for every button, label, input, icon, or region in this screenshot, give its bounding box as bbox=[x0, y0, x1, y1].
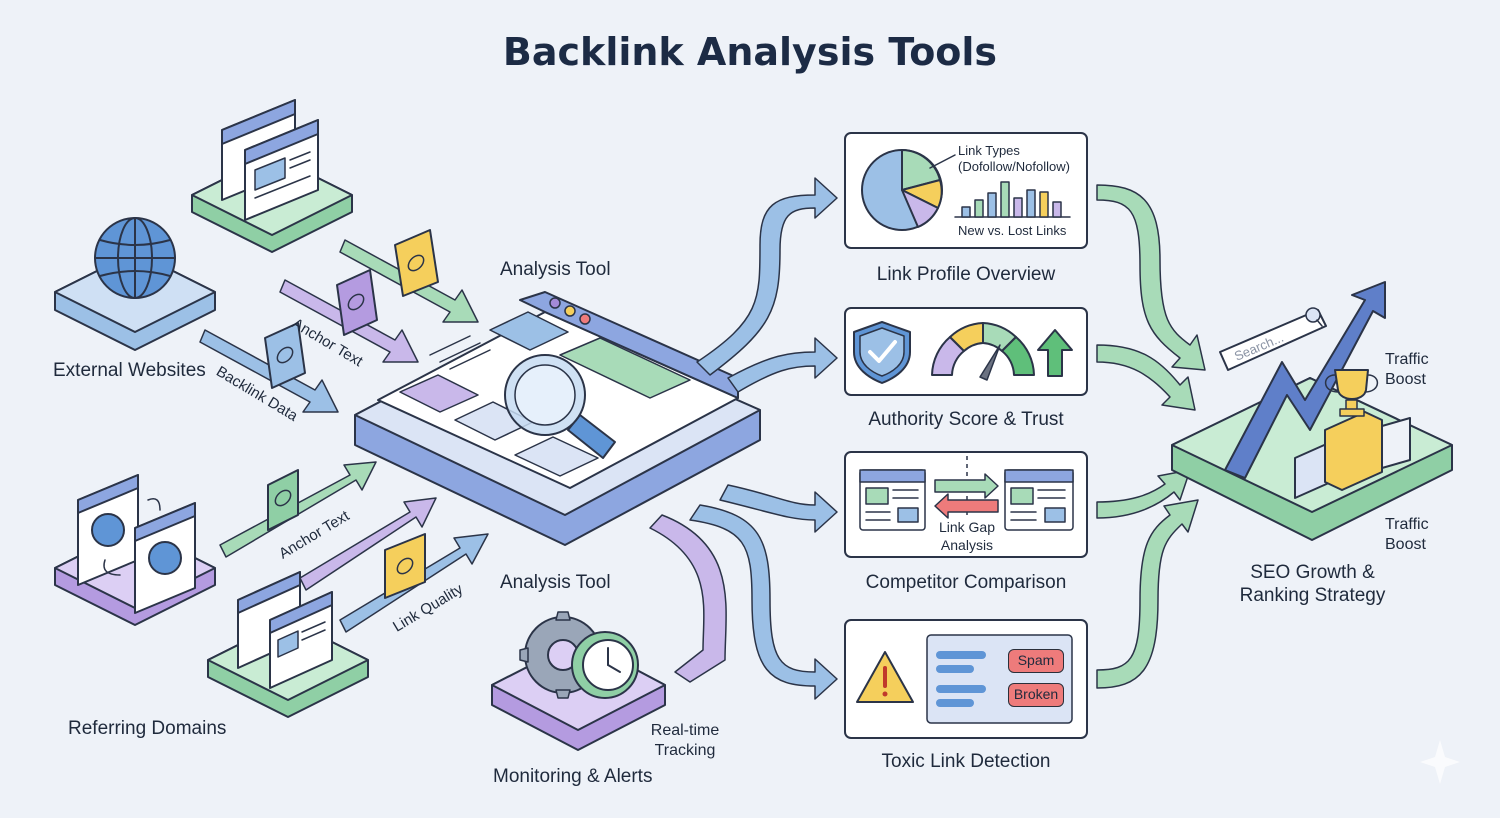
sparkle-icon bbox=[1420, 740, 1460, 784]
browser-window-icon bbox=[221, 99, 319, 221]
external-websites-label: External Websites bbox=[53, 360, 206, 381]
link-profile-title: Link Profile Overview bbox=[876, 264, 1056, 285]
real-time-tracking-label: Real-time Tracking bbox=[650, 722, 720, 759]
trophy-icon bbox=[1324, 369, 1379, 417]
toxic-card bbox=[844, 619, 1088, 739]
referring-domains-platform-right bbox=[207, 571, 369, 718]
toxic-title: Toxic Link Detection bbox=[881, 751, 1051, 772]
shield-check-icon bbox=[853, 321, 911, 384]
websites-platform-top bbox=[191, 99, 353, 253]
result-arrows bbox=[1096, 184, 1206, 689]
external-websites-platform bbox=[54, 217, 216, 351]
competitor-card bbox=[844, 451, 1088, 558]
up-arrow-icon bbox=[1037, 329, 1073, 377]
search-icon bbox=[1219, 307, 1327, 371]
chain-link-icon bbox=[384, 533, 426, 599]
monitoring-arrow bbox=[649, 514, 727, 683]
analysis-tool-top-label: Analysis Tool bbox=[500, 259, 611, 280]
seo-growth-platform bbox=[1171, 377, 1453, 541]
chain-link-icon bbox=[264, 322, 306, 389]
growth-arrow-icon bbox=[1224, 281, 1386, 479]
warning-icon bbox=[856, 651, 914, 703]
link-gap-label: Link Gap Analysis bbox=[938, 519, 996, 553]
traffic-boost-bottom-label: Traffic Boost bbox=[1385, 516, 1429, 553]
chain-link-icon bbox=[336, 269, 378, 336]
new-vs-lost-label: New vs. Lost Links bbox=[958, 223, 1067, 238]
authority-card bbox=[844, 307, 1088, 396]
page-title: Backlink Analysis Tools bbox=[502, 30, 998, 74]
bar-chart-icon bbox=[954, 181, 1071, 218]
analysis-tool-bottom-label: Analysis Tool bbox=[500, 572, 611, 593]
clock-icon bbox=[571, 631, 639, 699]
globe-icon bbox=[94, 217, 176, 299]
monitoring-alerts-label: Monitoring & Alerts bbox=[493, 766, 653, 787]
referring-domains-label: Referring Domains bbox=[68, 718, 227, 739]
magnifier-icon bbox=[504, 354, 616, 459]
chain-link-icon bbox=[267, 469, 299, 531]
traffic-boost-top-label: Traffic Boost bbox=[1385, 351, 1429, 388]
broken-badge: Broken bbox=[1008, 683, 1064, 707]
link-profile-card bbox=[844, 132, 1088, 249]
spam-badge: Spam bbox=[1008, 649, 1064, 673]
output-arrows bbox=[689, 177, 838, 700]
authority-title: Authority Score & Trust bbox=[868, 409, 1064, 430]
link-types-label: Link Types (Dofollow/Nofollow) bbox=[958, 143, 1070, 175]
seo-growth-label: SEO Growth & Ranking Strategy bbox=[1239, 562, 1386, 606]
competitor-title: Competitor Comparison bbox=[865, 572, 1067, 593]
gauge-icon bbox=[931, 322, 1035, 381]
pie-chart-icon bbox=[861, 149, 943, 231]
chain-link-icon bbox=[394, 229, 439, 297]
referring-domains-platform-left bbox=[54, 474, 216, 626]
